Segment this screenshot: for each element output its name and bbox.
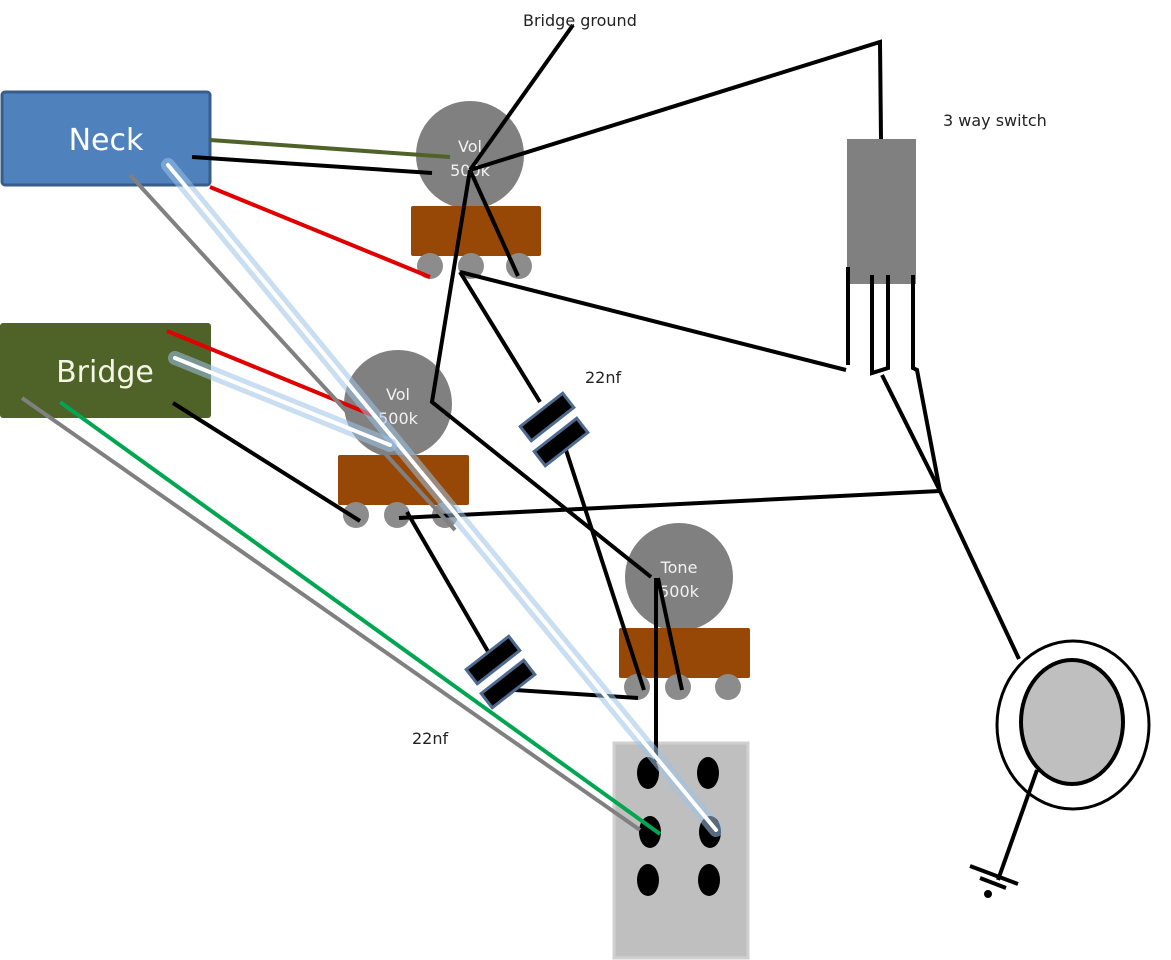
wire-bridge-vol-to-switch-junction <box>398 489 941 520</box>
bridge-volume-lug-2 <box>384 502 410 528</box>
white-wires <box>161 158 723 837</box>
wire-tone-to-lug2 <box>656 577 684 691</box>
neck-volume-pot-knob <box>416 101 524 209</box>
wire-neck-vol-lug-to-switch <box>459 270 847 372</box>
bridge-ground-label: Bridge ground <box>523 11 637 30</box>
dpdt-lug-5 <box>637 864 659 896</box>
output-jack-center <box>1019 658 1125 786</box>
capacitor-bottom-label: 22nf <box>412 729 449 748</box>
wire-bridge-white <box>173 356 392 447</box>
neck-volume-pot: Vol 500k <box>411 101 541 279</box>
black-wires <box>171 23 1039 881</box>
colored-wires <box>20 138 662 836</box>
neck-volume-pot-label: Vol <box>458 137 482 156</box>
wire-bridge-gray <box>20 396 642 832</box>
three-way-switch-body <box>847 139 916 284</box>
wire-bridge-ground <box>468 23 575 172</box>
capacitor-top-label: 22nf <box>585 368 622 387</box>
bridge-volume-pot-label: Vol <box>386 385 410 404</box>
dpdt-switch-body <box>612 741 750 960</box>
wire-bridge-pickup-ground <box>171 401 362 523</box>
capacitor-bottom <box>464 634 537 710</box>
tone-pot: Tone 500k <box>619 523 750 700</box>
wire-neck-red <box>209 185 431 279</box>
neck-pickup-label: Neck <box>69 123 144 158</box>
dpdt-switch <box>612 741 750 960</box>
bridge-pickup-body <box>0 323 211 418</box>
wire-bridge-vol-lug-to-cap <box>405 510 492 657</box>
wire-neck-vol-ground-lug <box>468 169 520 277</box>
three-way-switch <box>847 139 916 284</box>
tone-pot-knob <box>625 523 733 631</box>
wire-neck-gray <box>128 173 457 532</box>
output-jack <box>995 639 1151 811</box>
three-way-switch-label: 3 way switch <box>943 111 1047 130</box>
tone-pot-base <box>619 628 750 678</box>
wire-cap-bottom-to-tone <box>514 688 639 700</box>
wire-neck-pickup-ground <box>191 155 433 175</box>
capacitor-top <box>518 391 590 468</box>
neck-pickup-body <box>0 90 212 187</box>
wire-neck-green <box>209 138 451 159</box>
tone-lug-1 <box>624 674 650 700</box>
wire-cap-to-tone <box>564 449 646 691</box>
tone-lug-3 <box>715 674 741 700</box>
dpdt-lug-6 <box>698 864 720 896</box>
wire-neck-white <box>166 163 718 832</box>
wire-neck-vol-to-bridge-vol-casing <box>429 169 653 579</box>
tone-pot-value: 500k <box>659 582 700 601</box>
wire-switch-to-jack <box>938 490 1021 660</box>
switch-leg-2-to-junction <box>880 374 942 492</box>
bridge-pickup: Bridge <box>0 323 211 418</box>
dpdt-lug-2 <box>697 757 719 789</box>
wire-neck-vol-lug-to-cap <box>458 270 542 404</box>
switch-leg-3 <box>911 275 942 492</box>
neck-pickup: Neck <box>0 90 212 187</box>
bridge-volume-lug-1 <box>343 502 369 528</box>
wire-bridge-green <box>58 400 662 836</box>
wire-jack-to-ground <box>996 769 1039 881</box>
switch-leg-2 <box>870 275 890 376</box>
ground-icon <box>969 864 1019 898</box>
wire-neck-vol-to-switch-common <box>469 39 883 172</box>
tone-lug-2 <box>665 674 691 700</box>
tone-pot-label: Tone <box>660 558 698 577</box>
bridge-pickup-label: Bridge <box>56 355 154 390</box>
neck-volume-pot-base <box>411 206 541 256</box>
